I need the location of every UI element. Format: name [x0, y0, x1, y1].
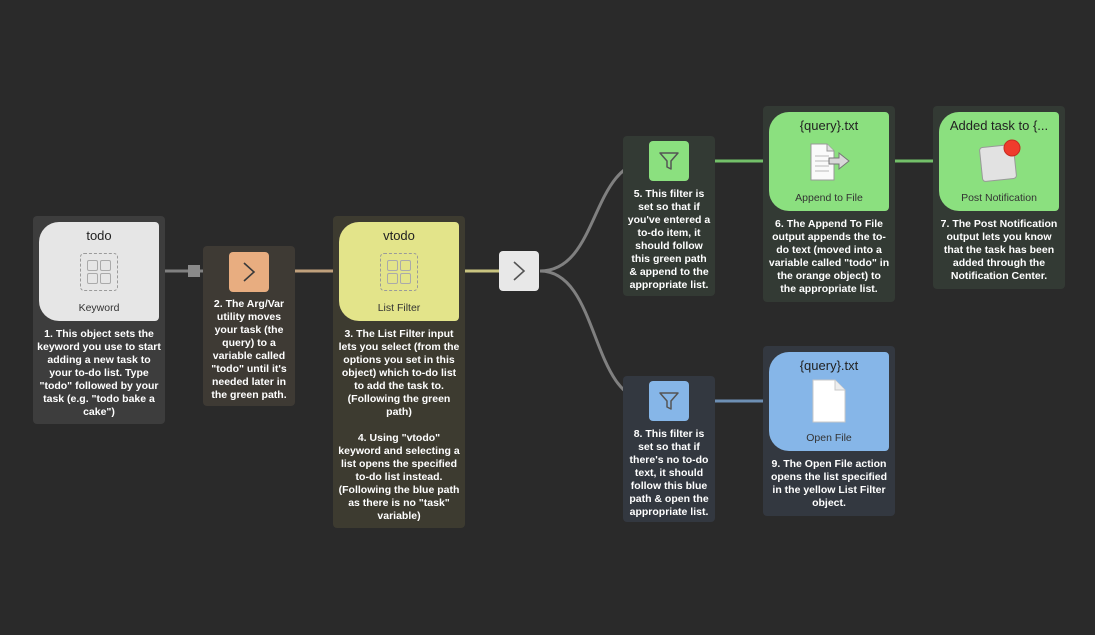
- notify-note-text: 7. The Post Notification output lets you…: [940, 218, 1058, 282]
- listfilter-object[interactable]: vtodo List Filter: [339, 222, 459, 321]
- append-note-text: 6. The Append To File output appends the…: [768, 218, 890, 295]
- openfile-object[interactable]: {query}.txt Open File: [769, 352, 889, 451]
- filter-green-object[interactable]: [649, 141, 689, 181]
- keyword-title: todo: [86, 228, 112, 243]
- openfile-subtitle: Open File: [806, 432, 852, 444]
- chevron-right-icon: [513, 261, 526, 281]
- filter-blue-object[interactable]: [649, 381, 689, 421]
- append-object[interactable]: {query}.txt Append to File: [769, 112, 889, 211]
- append-title: {query}.txt: [799, 118, 859, 133]
- notify-object[interactable]: Added task to {... Post Notification: [939, 112, 1059, 211]
- keyword-object[interactable]: todo Keyword: [39, 222, 159, 321]
- listfilter-title: vtodo: [383, 228, 415, 243]
- wire-connector-handle[interactable]: [188, 265, 200, 277]
- keyword-subtitle: Keyword: [78, 302, 120, 314]
- keyword-grid-icon: [380, 253, 418, 291]
- filter-blue-note-card: 8. This filter is set so that if there's…: [623, 376, 715, 522]
- append-file-icon: [810, 143, 850, 181]
- notification-icon: [979, 139, 1021, 182]
- argvar-object[interactable]: [229, 252, 269, 292]
- notify-title: Added task to {...: [949, 118, 1049, 133]
- notify-subtitle: Post Notification: [961, 192, 1037, 204]
- argvar-note-text: 2. The Arg/Var utility moves your task (…: [211, 298, 287, 401]
- keyword-grid-icon: [80, 253, 118, 291]
- junction-object[interactable]: [499, 251, 539, 291]
- listfilter-note-text: 3. The List Filter input lets you select…: [338, 328, 460, 522]
- filter-blue-note-text: 8. This filter is set so that if there's…: [629, 428, 709, 518]
- keyword-note-text: 1. This object sets the keyword you use …: [37, 328, 161, 418]
- document-icon: [812, 379, 846, 423]
- append-subtitle: Append to File: [795, 192, 863, 204]
- funnel-icon: [659, 392, 679, 410]
- funnel-icon: [659, 152, 679, 170]
- openfile-title: {query}.txt: [799, 358, 859, 373]
- chevron-right-icon: [243, 262, 256, 282]
- filter-green-note-text: 5. This filter is set so that if you've …: [627, 188, 711, 291]
- listfilter-subtitle: List Filter: [377, 302, 421, 314]
- openfile-note-text: 9. The Open File action opens the list s…: [770, 458, 888, 509]
